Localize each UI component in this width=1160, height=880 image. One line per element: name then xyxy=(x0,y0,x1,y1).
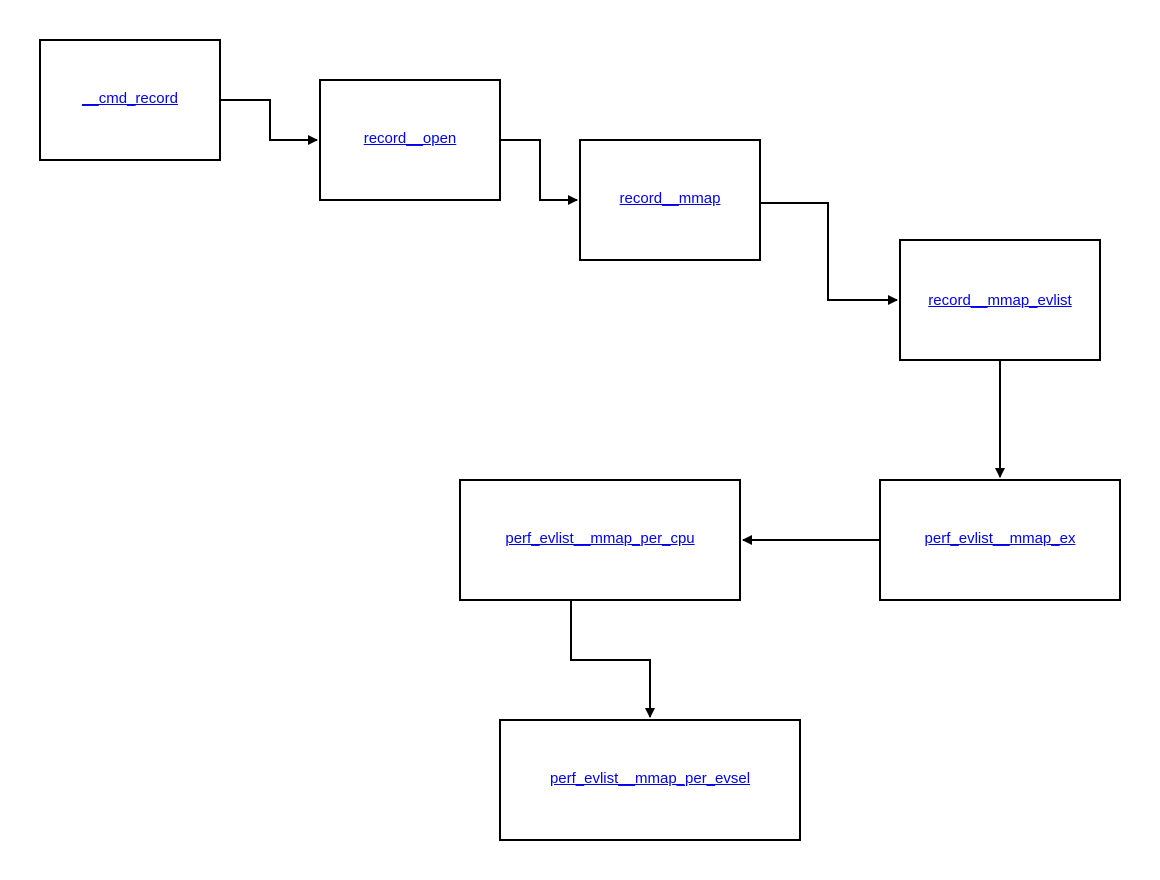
node-perf-evlist-mmap-per-evsel: perf_evlist__mmap_per_evsel xyxy=(499,719,801,841)
node-link-record-mmap-evlist[interactable]: record__mmap_evlist xyxy=(928,292,1072,309)
node-perf-evlist-mmap-per-cpu: perf_evlist__mmap_per_cpu xyxy=(459,479,741,601)
node-link-record-open[interactable]: record__open xyxy=(363,130,457,147)
node-link-perf-evlist-mmap-ex[interactable]: perf_evlist__mmap_ex xyxy=(924,530,1076,547)
node-link-perf-evlist-mmap-per-cpu[interactable]: perf_evlist__mmap_per_cpu xyxy=(505,530,695,547)
node-link-record-mmap[interactable]: record__mmap xyxy=(619,190,721,207)
node-perf-evlist-mmap-ex: perf_evlist__mmap_ex xyxy=(879,479,1121,601)
node-record-mmap-evlist: record__mmap_evlist xyxy=(899,239,1101,361)
node-cmd-record: __cmd_record xyxy=(39,39,221,161)
node-record-open: record__open xyxy=(319,79,501,201)
node-record-mmap: record__mmap xyxy=(579,139,761,261)
edge-record-open-to-record-mmap xyxy=(501,139,578,205)
edge-record-mmap-to-record-mmap-evlist xyxy=(753,202,898,305)
edge-mmap-per-cpu-to-mmap-per-evsel xyxy=(570,601,655,718)
node-link-perf-evlist-mmap-per-evsel[interactable]: perf_evlist__mmap_per_evsel xyxy=(549,770,751,787)
node-link-cmd-record[interactable]: __cmd_record xyxy=(82,90,178,107)
edge-cmd-record-to-record-open xyxy=(221,99,318,145)
